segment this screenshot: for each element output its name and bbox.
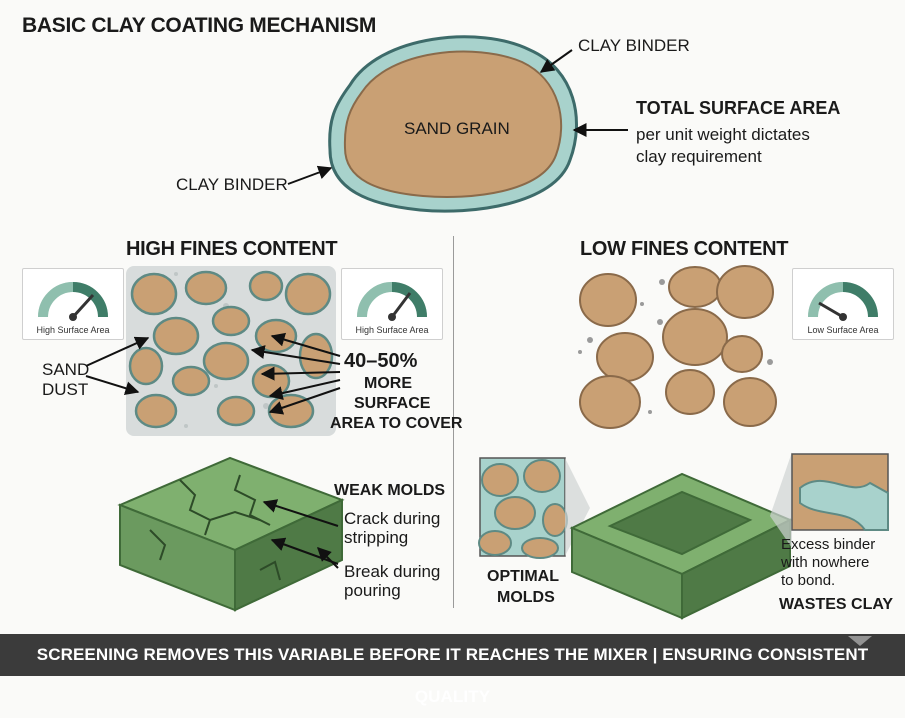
binder-top-arrow xyxy=(539,49,573,73)
surface-desc-line2: clay requirement xyxy=(636,147,762,166)
high-surface-gauge-right: High Surface Area xyxy=(341,268,443,340)
low-fines-heading: LOW FINES CONTENT xyxy=(580,238,789,260)
weak-mold-arrows xyxy=(262,499,339,569)
excess-line3: to bond. xyxy=(781,572,836,589)
gauge-dial-icon xyxy=(357,282,427,321)
gauge-label: High Surface Area xyxy=(36,325,110,335)
crack-line2: stripping xyxy=(344,528,409,547)
low-fines-grains xyxy=(578,265,777,429)
excess-line2: with nowhere xyxy=(781,554,870,571)
sand-label: SAND xyxy=(42,360,90,379)
percent-label: 40–50% xyxy=(344,350,418,372)
optimal-label-line2: MOLDS xyxy=(497,589,555,606)
high-surface-gauge-left: High Surface Area xyxy=(22,268,124,340)
crack-line xyxy=(209,510,261,521)
high-fines-arrows xyxy=(85,332,341,415)
break-line1: Break during xyxy=(344,562,441,581)
weak-mold-block xyxy=(117,456,345,612)
clay-binder-top-label: CLAY BINDER xyxy=(578,36,690,55)
surface-desc-line1: per unit weight dictates xyxy=(636,125,810,144)
gauge-dial-icon xyxy=(38,282,108,321)
total-surface-area-heading: TOTAL SURFACE AREA xyxy=(636,98,841,118)
weak-molds-label: WEAK MOLDS xyxy=(334,482,446,499)
surface-label: SURFACE xyxy=(354,395,431,412)
gauge-label: High Surface Area xyxy=(355,325,429,335)
clay-binder-left-label: CLAY BINDER xyxy=(176,175,288,194)
sparkle-icon xyxy=(848,636,872,646)
bottom-banner: SCREENING REMOVES THIS VARIABLE BEFORE I… xyxy=(0,634,905,706)
optimal-mold-diagram xyxy=(478,452,889,620)
gauge-label: Low Surface Area xyxy=(807,325,879,335)
gauge-dial-icon xyxy=(808,282,878,321)
crack-line1: Crack during xyxy=(344,509,441,528)
crack-line xyxy=(179,479,212,536)
optimal-label-line1: OPTIMAL xyxy=(487,568,559,585)
binder-left-arrow xyxy=(287,165,333,185)
wastes-clay-label: WASTES CLAY xyxy=(779,596,894,613)
sand-grain-shape xyxy=(343,50,563,198)
excess-line1: Excess binder xyxy=(781,536,876,553)
more-label: MORE xyxy=(364,375,412,392)
sand-grain-label: SAND GRAIN xyxy=(404,119,510,138)
break-line2: pouring xyxy=(344,581,401,600)
page-title: BASIC CLAY COATING MECHANISM xyxy=(22,14,377,37)
high-fines-grains xyxy=(126,266,336,436)
clay-coating-diagram xyxy=(287,35,628,213)
low-surface-gauge: Low Surface Area xyxy=(792,268,894,340)
dust-label: DUST xyxy=(42,380,89,399)
area-to-cover-label: AREA TO COVER xyxy=(330,415,463,432)
section-divider xyxy=(453,236,454,608)
high-fines-heading: HIGH FINES CONTENT xyxy=(126,238,338,260)
